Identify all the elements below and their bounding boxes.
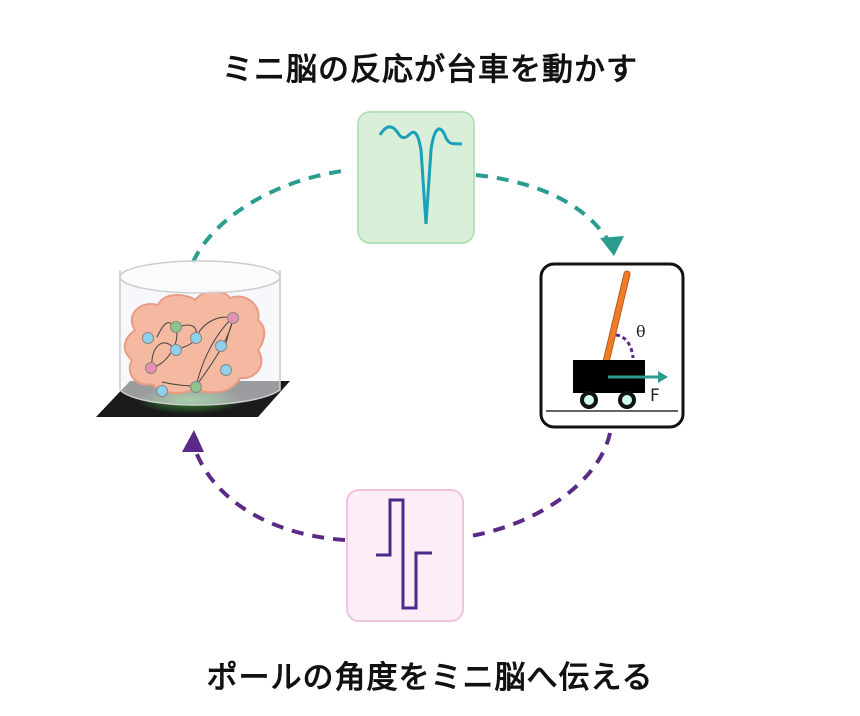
output-path-arrow [191,168,624,263]
arrowhead-icon [600,236,624,256]
force-label: F [650,386,660,406]
cart-pole-panel: θ F [539,262,685,429]
spike-waveform-panel [357,111,475,244]
input-path-arrow [182,430,612,542]
mini-brain-dish [96,260,290,417]
wheel-icon [618,391,636,409]
force-arrow-icon [658,371,668,383]
spike-waveform-icon [378,125,463,225]
bottom-caption: ポールの角度をミニ脳へ伝える [206,660,654,696]
wheel-icon [580,391,598,409]
angle-label: θ [636,322,646,341]
arrowhead-icon [182,430,204,452]
neuron-nodes [142,312,239,397]
stimulation-pulse-panel [346,489,464,622]
top-caption: ミニ脳の反応が台車を動かす [222,52,638,88]
biphasic-pulse-icon [376,498,432,610]
